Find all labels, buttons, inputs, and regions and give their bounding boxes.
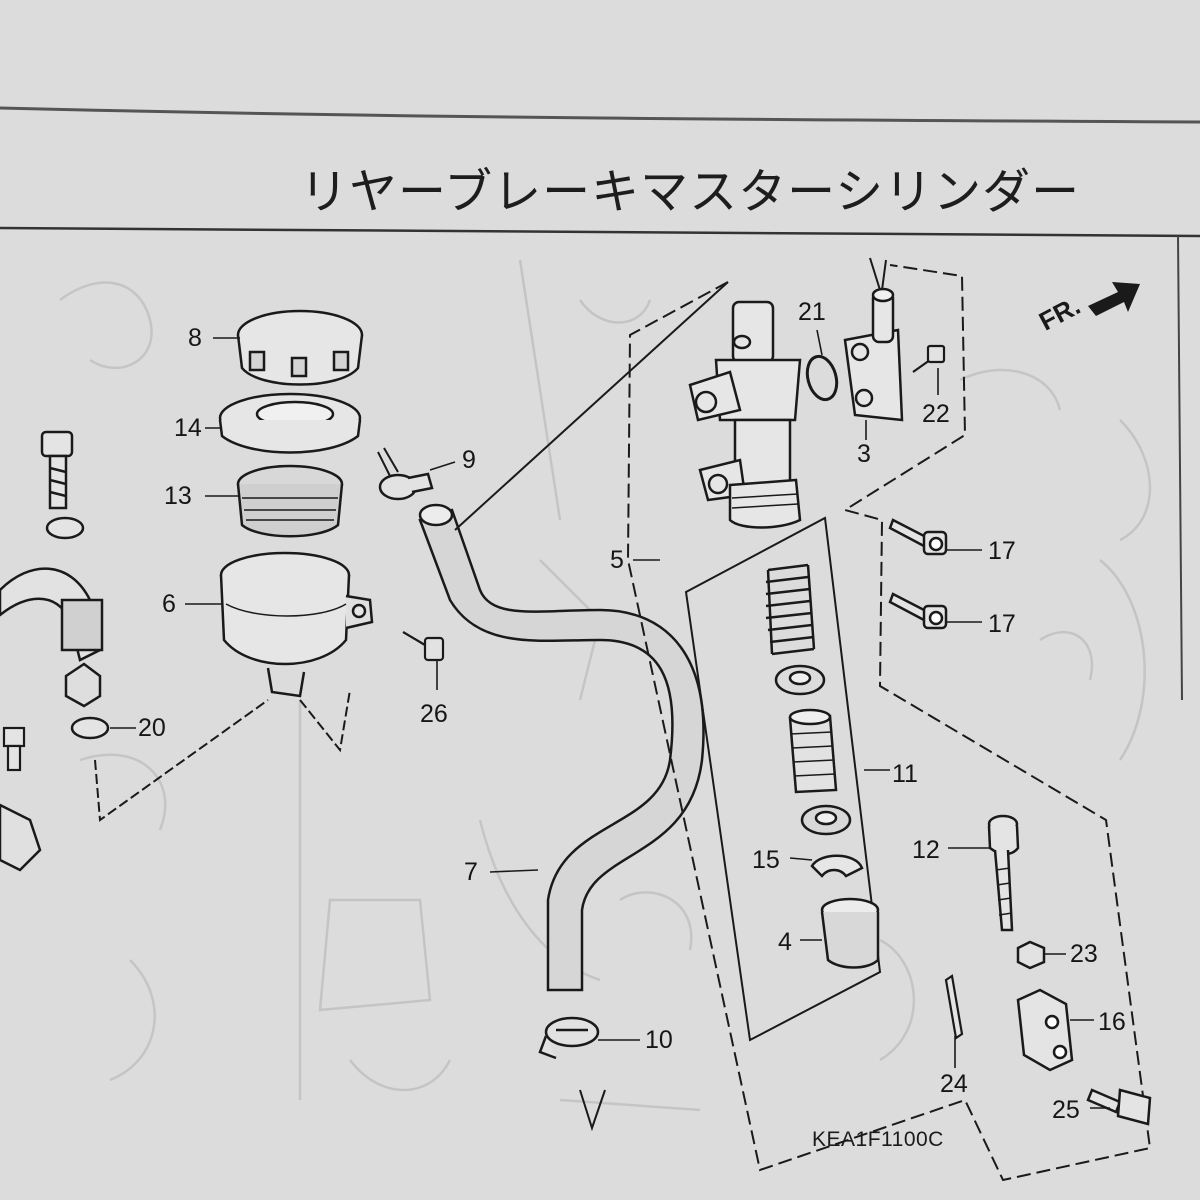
callout-7: 7 xyxy=(464,858,478,886)
bolt-17-upper xyxy=(888,518,948,556)
page-title: リヤーブレーキマスターシリンダー xyxy=(300,164,1081,220)
callout-17-upper: 17 xyxy=(988,537,1016,565)
callout-15: 15 xyxy=(752,846,780,874)
fr-arrow-icon xyxy=(1088,282,1140,316)
cotter-pin-24 xyxy=(944,974,964,1040)
callout-25: 25 xyxy=(1052,1096,1080,1124)
reservoir-hose-7 xyxy=(418,508,705,992)
callout-26: 26 xyxy=(420,700,448,728)
diaphragm xyxy=(236,464,344,538)
callout-11: 11 xyxy=(892,760,918,788)
callout-3: 3 xyxy=(857,440,871,468)
diagram-code: KEA1F1100C xyxy=(812,1128,944,1151)
reservoir-cap xyxy=(236,309,364,386)
pushrod-12 xyxy=(987,814,1020,932)
callout-14: 14 xyxy=(174,414,202,442)
bracket-left-lower xyxy=(0,803,42,872)
inlet-joint-3 xyxy=(843,287,904,422)
callout-20: 20 xyxy=(138,714,166,742)
clamp-9-leader xyxy=(377,447,399,477)
bolt-left-lower xyxy=(2,726,26,772)
bolt-17-lower xyxy=(888,592,948,630)
title-underline xyxy=(0,226,1200,238)
callout-10: 10 xyxy=(645,1026,673,1054)
master-cylinder-body xyxy=(688,300,802,529)
callout-leaders xyxy=(110,329,1110,1109)
primary-cup xyxy=(774,664,826,696)
bolt-26 xyxy=(402,631,445,662)
piston-kit-outline xyxy=(684,516,882,1042)
washer-left xyxy=(45,516,85,540)
bolt-left xyxy=(40,430,74,510)
brake-hose-left xyxy=(0,567,104,708)
washer-20 xyxy=(70,716,110,740)
callout-16: 16 xyxy=(1098,1008,1126,1036)
reservoir-tank xyxy=(219,551,374,698)
callout-4: 4 xyxy=(778,928,792,956)
callout-6: 6 xyxy=(162,590,176,618)
joint-leader xyxy=(869,257,887,291)
callout-23: 23 xyxy=(1070,940,1098,968)
callout-24: 24 xyxy=(940,1070,968,1098)
joint-pin-25 xyxy=(1086,1088,1152,1126)
boot-4 xyxy=(820,897,880,969)
diaphragm-plate xyxy=(218,392,362,454)
callout-17-lower: 17 xyxy=(988,610,1016,638)
clevis-16 xyxy=(1016,988,1074,1072)
hose-to-body-leader xyxy=(454,281,729,531)
page-top-edge xyxy=(0,106,1200,124)
callout-8: 8 xyxy=(188,324,202,352)
clamp-9 xyxy=(378,472,434,501)
o-ring-21 xyxy=(805,354,839,402)
reverse-page-ghost xyxy=(59,259,1152,1112)
hose-7-end xyxy=(418,503,454,527)
circlip-15 xyxy=(810,854,864,878)
callout-12: 12 xyxy=(912,836,940,864)
screw-22 xyxy=(912,344,946,373)
master-cylinder-kit-outline xyxy=(626,264,1152,1182)
callout-9: 9 xyxy=(462,446,476,474)
piston xyxy=(788,708,838,794)
callout-21: 21 xyxy=(798,298,826,326)
reservoir-leader xyxy=(94,689,351,822)
secondary-cup xyxy=(800,804,852,836)
clamp-10-leader xyxy=(579,1089,606,1132)
spring xyxy=(765,563,816,656)
callout-22: 22 xyxy=(922,400,950,428)
clamp-10 xyxy=(538,1016,600,1060)
callout-5: 5 xyxy=(610,546,624,574)
nut-23 xyxy=(1016,940,1046,970)
right-frame-line xyxy=(1177,235,1183,701)
callout-13: 13 xyxy=(164,482,192,510)
